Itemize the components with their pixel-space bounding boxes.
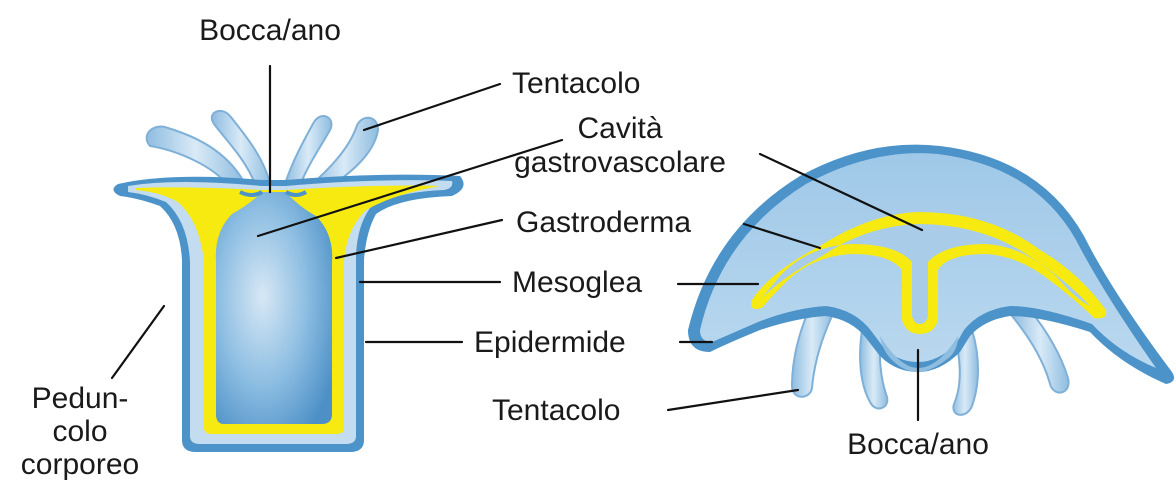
leader-peduncle bbox=[112, 306, 164, 378]
label-cavity-line2: gastrovascolare bbox=[514, 146, 726, 179]
label-mesoglea: Mesoglea bbox=[512, 266, 642, 299]
polyp-gastrovascular-cavity bbox=[216, 192, 332, 424]
medusa bbox=[688, 145, 1174, 415]
label-cavity-line1: Cavità bbox=[577, 112, 662, 145]
label-peduncle-line3: corporeo bbox=[21, 448, 139, 481]
label-gastroderm: Gastroderma bbox=[516, 206, 691, 239]
label-epidermis: Epidermide bbox=[474, 326, 626, 359]
label-polyp-mouth: Bocca/ano bbox=[199, 14, 341, 47]
label-polyp-tentacle: Tentacolo bbox=[512, 67, 640, 100]
leader-polyp-tentacle bbox=[364, 84, 500, 130]
label-medusa-tentacle: Tentacolo bbox=[492, 394, 620, 427]
leader-medusa-tentacle bbox=[668, 390, 798, 410]
label-medusa-mouth: Bocca/ano bbox=[847, 428, 989, 461]
label-peduncle-line2: colo bbox=[52, 415, 107, 448]
label-peduncle-line1: Pedun- bbox=[32, 382, 129, 415]
